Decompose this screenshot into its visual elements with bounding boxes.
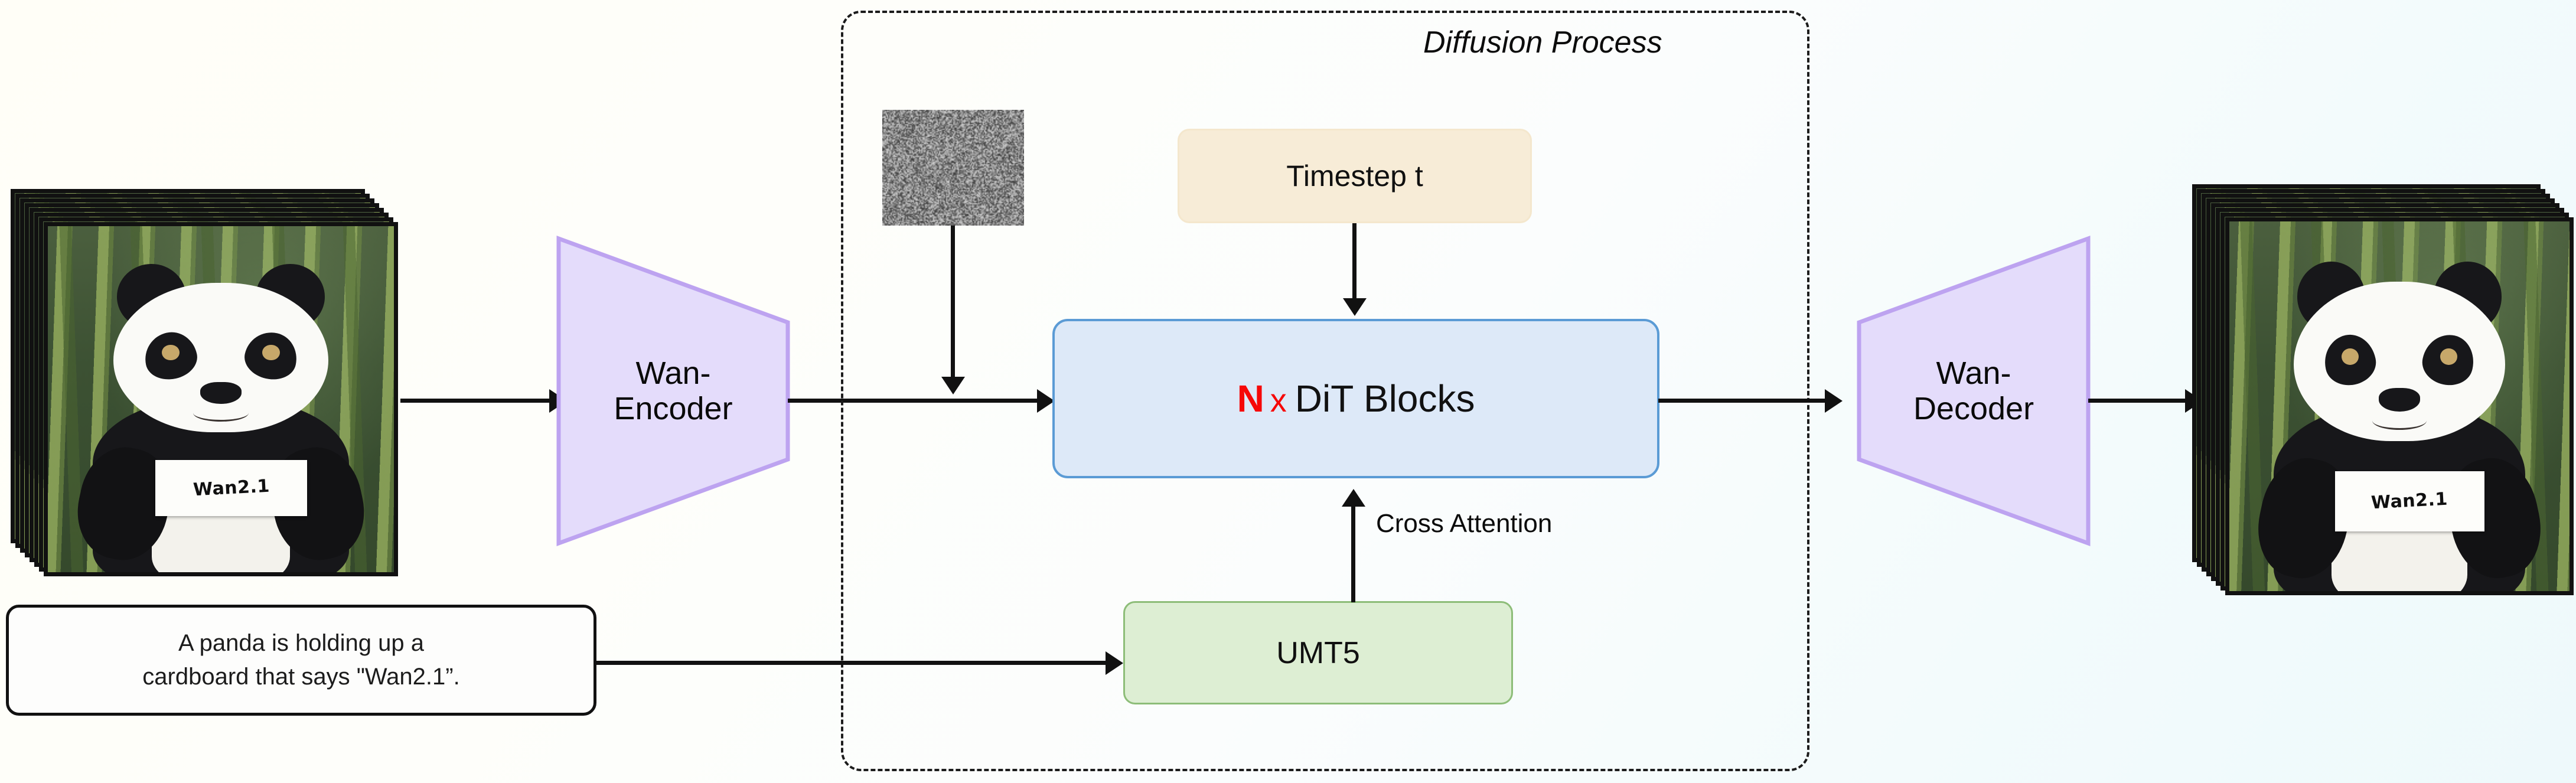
panda-mouth: [193, 404, 249, 422]
arrowhead-prompt-to-umt5: [1106, 651, 1123, 675]
encoder-label-line1: Wan-: [635, 355, 711, 391]
noise-latent-patch: [882, 110, 1024, 226]
panda-pupil-left: [162, 344, 180, 361]
arrow-decoder-to-video: [2088, 399, 2195, 403]
cardboard-sign: Wan2.1: [2334, 471, 2484, 531]
encoder-trapezoid-shape: [556, 235, 790, 547]
panda-figure: Wan2.1: [2229, 259, 2570, 591]
panda-figure: Wan2.1: [48, 261, 394, 572]
encoder-label-line2: Encoder: [614, 391, 733, 426]
arrowhead-timestep-to-dit: [1343, 298, 1367, 316]
panda-nose: [200, 382, 242, 404]
panda-photo: Wan2.1: [2229, 221, 2570, 591]
wan-decoder-node[interactable]: Wan- Decoder: [1856, 235, 2092, 547]
arrowhead-noise-to-junction: [941, 377, 965, 394]
timestep-node[interactable]: Timestep t: [1178, 129, 1532, 223]
timestep-label: Timestep t: [1286, 159, 1423, 193]
dit-repeat-count: N: [1237, 377, 1264, 420]
arrowhead-dit-to-decoder: [1825, 389, 1843, 413]
line-umt5-to-dit: [1351, 505, 1355, 602]
decoder-label-line2: Decoder: [1913, 391, 2034, 426]
video-frame: Wan2.1: [2225, 217, 2574, 595]
diffusion-process-region: [841, 11, 1809, 771]
decoder-label-line1: Wan-: [1936, 355, 2011, 391]
wan-encoder-node[interactable]: Wan- Encoder: [555, 235, 791, 547]
panda-mouth: [2372, 412, 2427, 430]
panda-photo: Wan2.1: [48, 226, 394, 572]
decoder-trapezoid-shape: [1857, 235, 2091, 547]
panda-pupil-right: [2440, 348, 2457, 365]
input-video-stack: Wan2.1Wan2.1Wan2.1Wan2.1Wan2.1Wan2.1Wan2…: [11, 189, 400, 579]
cardboard-sign-text: Wan2.1: [2370, 488, 2448, 514]
cardboard-sign: Wan2.1: [155, 460, 308, 517]
line-noise-to-junction: [951, 226, 955, 379]
prompt-line-1: A panda is holding up a: [178, 630, 424, 657]
output-video-stack: Wan2.1Wan2.1Wan2.1Wan2.1Wan2.1Wan2.1Wan2…: [2192, 184, 2574, 598]
text-prompt-box[interactable]: A panda is holding up a cardboard that s…: [6, 605, 596, 716]
line-timestep-to-dit: [1352, 223, 1357, 300]
diffusion-process-title: Diffusion Process: [1423, 25, 1662, 60]
umt5-text-encoder-node[interactable]: UMT5: [1123, 601, 1513, 704]
arrow-video-to-encoder: [400, 399, 560, 403]
panda-pupil-right: [262, 344, 280, 361]
umt5-label: UMT5: [1276, 635, 1360, 670]
noise-canvas: [882, 110, 1024, 226]
panda-pupil-left: [2342, 348, 2359, 365]
panda-nose: [2379, 388, 2420, 412]
cardboard-sign-text: Wan2.1: [192, 475, 270, 501]
arrow-encoder-to-dit: [788, 399, 1048, 403]
arrow-dit-to-decoder: [1658, 399, 1835, 403]
cross-attention-label: Cross Attention: [1376, 509, 1553, 538]
arrow-prompt-to-umt5: [595, 661, 1115, 665]
video-frame: Wan2.1: [44, 222, 398, 576]
dit-multiplier-sign: x: [1270, 381, 1287, 419]
prompt-line-2: cardboard that says "Wan2.1”.: [142, 664, 460, 690]
arrowhead-encoder-to-dit: [1037, 389, 1055, 413]
dit-blocks-text: DiT Blocks: [1294, 377, 1475, 420]
wan-decoder-label: Wan- Decoder: [1856, 235, 2092, 547]
arrowhead-umt5-to-dit: [1342, 489, 1365, 507]
wan-encoder-label: Wan- Encoder: [555, 235, 791, 547]
